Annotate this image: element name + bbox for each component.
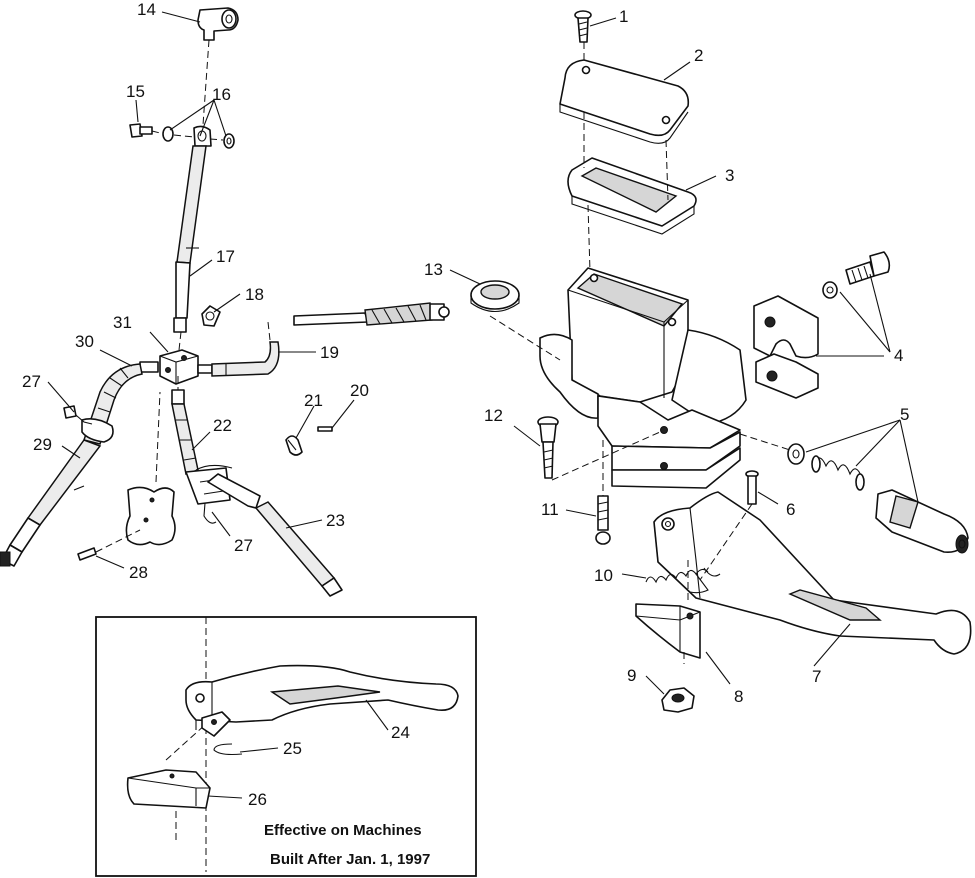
part-16-washers (162, 126, 235, 149)
leader-lines (47, 11, 919, 799)
part-9-nut (661, 687, 695, 713)
callout-9: 9 (627, 666, 636, 685)
callout-21: 21 (304, 391, 323, 410)
part-22-hose (171, 389, 199, 475)
part-23-hose (207, 473, 343, 597)
callout-3: 3 (725, 166, 734, 185)
inset-panel: Effective on Machines Built After Jan. 1… (95, 616, 477, 877)
callout-27-left: 27 (22, 372, 41, 391)
callout-29: 29 (33, 435, 52, 454)
callout-13: 13 (424, 260, 443, 279)
inset-note-line2: Built After Jan. 1, 1997 (270, 851, 430, 868)
part-4-clamp (753, 295, 819, 399)
part-29-hose (0, 439, 102, 567)
callout-10: 10 (594, 566, 613, 585)
cable-assembly (293, 302, 450, 326)
callout-numbers: 1 2 3 4 5 6 7 8 9 10 11 12 13 14 15 16 1… (22, 0, 909, 809)
master-cylinder-body (539, 267, 747, 489)
callout-8: 8 (734, 687, 743, 706)
callout-16: 16 (212, 85, 231, 104)
callout-11: 11 (541, 500, 559, 519)
callout-5: 5 (900, 405, 909, 424)
part-7-lever (653, 491, 972, 655)
part-10-spring (645, 567, 721, 594)
part-14-tee-fitting (197, 7, 239, 41)
part-1-screw (574, 10, 592, 43)
callout-14: 14 (137, 0, 156, 19)
part-27-clip-left (63, 405, 114, 443)
inset-note-line1: Effective on Machines (264, 822, 422, 839)
part-24-lever (185, 664, 459, 730)
master-cylinder-assembly (470, 10, 972, 713)
callout-6: 6 (786, 500, 795, 519)
callout-17: 17 (216, 247, 235, 266)
part-27-clip-right (185, 464, 233, 524)
callout-30: 30 (75, 332, 94, 351)
callout-23: 23 (326, 511, 345, 530)
part-3-diaphragm (567, 157, 697, 235)
part-5-piston-kit (787, 443, 969, 554)
part-28-cover-plate (125, 486, 176, 546)
part-31-junction-block (159, 349, 199, 385)
callout-20: 20 (350, 381, 369, 400)
callout-18: 18 (245, 285, 264, 304)
inset-lever-clip (201, 711, 231, 737)
callout-26: 26 (248, 790, 267, 809)
part-26-insert (126, 769, 211, 809)
callout-22: 22 (213, 416, 232, 435)
part-28-screw (77, 547, 97, 561)
part-18-bleeder (201, 305, 221, 327)
callout-24: 24 (391, 723, 410, 742)
part-15-banjo-bolt (129, 123, 153, 138)
part-25-spring-clip (213, 743, 243, 756)
part-11-bolt (595, 495, 611, 545)
callout-31: 31 (113, 313, 132, 332)
part-19-hose (197, 341, 280, 377)
part-13-seal-ring (470, 280, 520, 313)
callout-1: 1 (619, 7, 628, 26)
callout-19: 19 (320, 343, 339, 362)
callout-2: 2 (694, 46, 703, 65)
part-4-bolt-washer (822, 251, 891, 299)
brake-line-assembly (0, 7, 450, 597)
callout-27-right: 27 (234, 536, 253, 555)
part-2-cover (559, 59, 690, 144)
part-8-lever-insert (635, 603, 701, 659)
callout-15: 15 (126, 82, 145, 101)
part-6-pin (745, 470, 759, 505)
callout-12: 12 (484, 406, 503, 425)
part-20-screw (317, 426, 333, 432)
part-17-hose (173, 125, 212, 333)
callout-25: 25 (283, 739, 302, 758)
part-12-bolt (537, 416, 559, 479)
callout-28: 28 (129, 563, 148, 582)
callout-4: 4 (894, 346, 903, 365)
callout-7: 7 (812, 667, 821, 686)
part-21-clip (285, 435, 303, 456)
